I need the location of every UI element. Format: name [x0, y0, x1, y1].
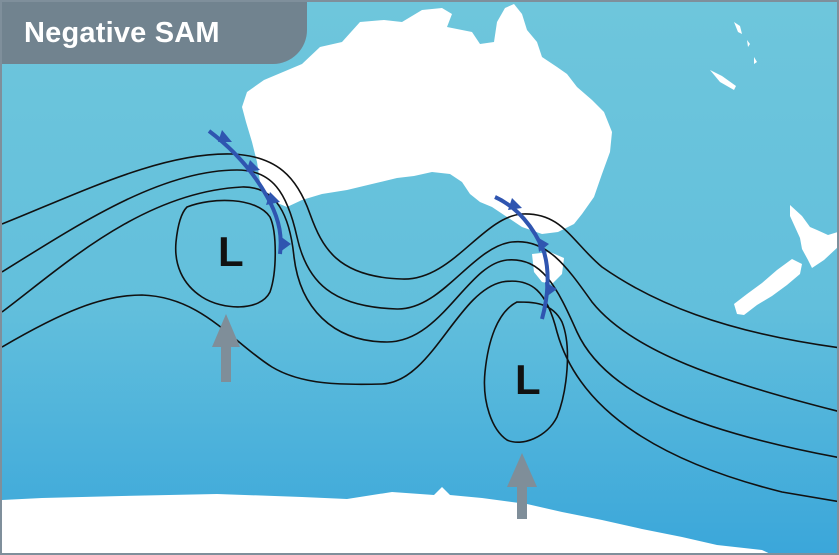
front-triangle	[537, 237, 549, 252]
new-zealand-south-island	[734, 259, 802, 315]
arrow-up-icon	[212, 314, 240, 382]
cold-front-west	[207, 129, 291, 255]
front-triangle	[508, 198, 522, 210]
front-triangle	[246, 160, 260, 172]
arrow-up-icon	[507, 453, 537, 519]
front-triangle	[218, 130, 232, 142]
front-triangle	[545, 282, 557, 297]
new-zealand-north-island	[790, 205, 837, 268]
low-pressure-label-2: L	[515, 356, 541, 403]
low-pressure-label-1: L	[218, 228, 244, 275]
antarctica-landmass	[2, 487, 769, 553]
diagram-title: Negative SAM	[24, 16, 220, 49]
front-triangle	[280, 236, 291, 252]
front-triangle	[266, 192, 280, 205]
isobars	[2, 153, 837, 503]
cold-front-east	[494, 195, 557, 320]
new-caledonia-island	[710, 70, 736, 90]
vanuatu-islands	[734, 22, 757, 64]
australia-landmass	[242, 4, 612, 234]
title-tab: Negative SAM	[2, 2, 307, 64]
